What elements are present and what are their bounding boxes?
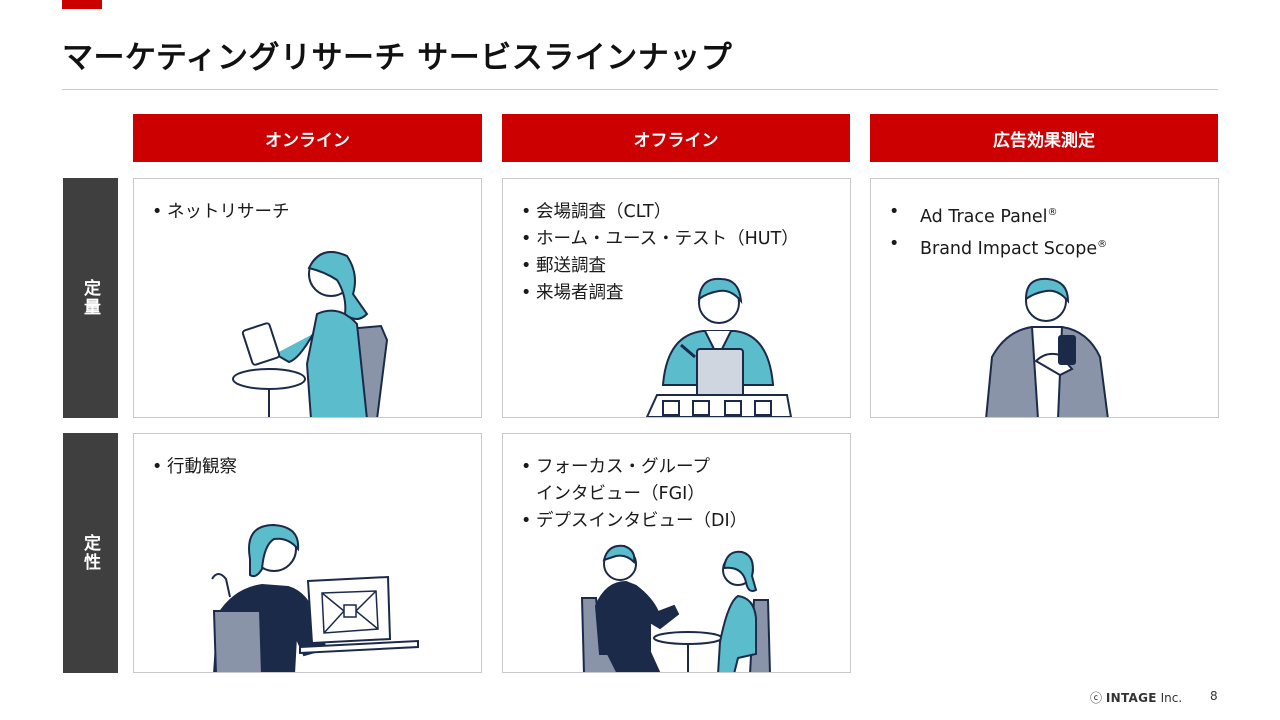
cell-quant-ad-effect: Ad Trace Panel® Brand Impact Scope®	[870, 178, 1219, 418]
column-header-label: オフライン	[633, 130, 719, 151]
row-label-text: 定性	[80, 534, 100, 572]
service-item: 来場者調査	[521, 280, 799, 307]
row-label-quantitative: 定量	[63, 178, 118, 418]
column-header-label: オンライン	[265, 130, 350, 151]
copyright-symbol: ⓒ	[1090, 691, 1103, 705]
page-title: マーケティングリサーチ サービスラインナップ	[62, 40, 733, 76]
cell-quant-offline: 会場調査（CLT） ホーム・ユース・テスト（HUT） 郵送調査 来場者調査	[502, 178, 851, 418]
service-list: Ad Trace Panel® Brand Impact Scope®	[889, 199, 1107, 263]
registered-mark: ®	[1097, 239, 1108, 250]
column-header-online: オンライン	[133, 114, 482, 162]
service-item: デプスインタビュー（DI）	[521, 508, 747, 535]
man-with-smartphone-illustration	[985, 277, 1109, 417]
service-item: ネットリサーチ	[152, 199, 290, 226]
service-list: ネットリサーチ	[152, 199, 290, 226]
interview-scene-illustration	[580, 544, 771, 672]
service-item: フォーカス・グループ	[521, 454, 747, 481]
woman-with-clipboard-illustration	[645, 277, 793, 417]
company-suffix: Inc.	[1160, 691, 1183, 705]
woman-at-laptop-illustration	[211, 523, 419, 672]
service-item: Ad Trace Panel®	[889, 199, 1107, 231]
service-item: 行動観察	[152, 454, 237, 481]
service-list: 会場調査（CLT） ホーム・ユース・テスト（HUT） 郵送調査 来場者調査	[521, 199, 799, 307]
service-item: 会場調査（CLT）	[521, 199, 799, 226]
column-header-label: 広告効果測定	[993, 130, 1095, 151]
footer-copyright: ⓒ INTAGE Inc.	[1090, 689, 1182, 706]
column-header-offline: オフライン	[502, 114, 850, 162]
service-list: フォーカス・グループ インタビュー（FGI） デプスインタビュー（DI）	[521, 454, 747, 535]
title-divider	[62, 89, 1218, 90]
registered-mark: ®	[1047, 207, 1058, 218]
cell-qual-offline: フォーカス・グループ インタビュー（FGI） デプスインタビュー（DI）	[502, 433, 851, 673]
service-item-continuation: インタビュー（FGI）	[536, 484, 705, 504]
column-header-ad-effect: 広告効果測定	[870, 114, 1218, 162]
cell-qual-online: 行動観察	[133, 433, 482, 673]
company-name: INTAGE	[1105, 691, 1157, 705]
service-list: 行動観察	[152, 454, 237, 481]
row-label-text: 定量	[80, 279, 100, 317]
service-item: ホーム・ユース・テスト（HUT）	[521, 226, 799, 253]
service-item: Brand Impact Scope®	[889, 231, 1107, 263]
service-item: 郵送調査	[521, 253, 799, 280]
row-label-qualitative: 定性	[63, 433, 118, 673]
page-number: 8	[1210, 689, 1218, 703]
accent-tab	[62, 0, 102, 9]
cell-quant-online: ネットリサーチ	[133, 178, 482, 418]
woman-using-tablet-illustration	[232, 251, 389, 417]
